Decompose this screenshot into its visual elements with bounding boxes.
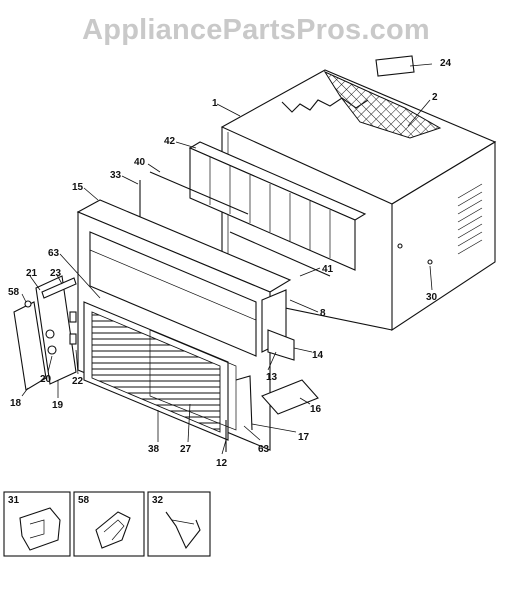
side-louvers bbox=[457, 183, 483, 255]
watermark-text: AppliancePartsPros.com bbox=[82, 14, 430, 46]
vent-panel bbox=[188, 141, 367, 271]
callout-2: 2 bbox=[432, 92, 438, 103]
callout-33: 33 bbox=[110, 170, 122, 181]
strip-40 bbox=[149, 171, 249, 215]
control-panel bbox=[13, 275, 77, 391]
detail-box-32: 32 bbox=[147, 491, 211, 557]
callout-12: 12 bbox=[216, 458, 228, 469]
side-components bbox=[225, 289, 319, 452]
callout-41: 41 bbox=[322, 264, 334, 275]
callout-30: 30 bbox=[426, 292, 438, 303]
callout-42: 42 bbox=[164, 136, 176, 147]
callout-16: 16 bbox=[310, 404, 322, 415]
detail-box-58: 58 bbox=[73, 491, 145, 557]
callout-21: 21 bbox=[26, 268, 38, 279]
callout-15: 15 bbox=[72, 182, 84, 193]
callout-19: 19 bbox=[52, 400, 64, 411]
callout-13: 13 bbox=[266, 372, 278, 383]
grille-panel bbox=[83, 301, 229, 441]
callout-labels: 24 1 2 42 40 33 15 63 21 23 58 41 30 8 1… bbox=[8, 58, 452, 469]
callout-17: 17 bbox=[298, 432, 310, 443]
callout-20: 20 bbox=[40, 374, 52, 385]
detail-label-58: 58 bbox=[78, 495, 90, 506]
callout-38: 38 bbox=[148, 444, 160, 455]
callout-63-upper: 63 bbox=[48, 248, 60, 259]
callout-14: 14 bbox=[312, 350, 324, 361]
label-plate bbox=[375, 55, 415, 77]
callout-40: 40 bbox=[134, 157, 146, 168]
callout-23: 23 bbox=[50, 268, 62, 279]
screw-lower bbox=[427, 259, 433, 265]
callout-18: 18 bbox=[10, 398, 22, 409]
callout-63-lower: 63 bbox=[258, 444, 270, 455]
detail-box-31: 31 bbox=[3, 491, 71, 557]
callout-1: 1 bbox=[212, 98, 218, 109]
callout-8: 8 bbox=[320, 308, 326, 319]
leader-lines bbox=[21, 63, 433, 455]
callout-24: 24 bbox=[440, 58, 452, 69]
screw-upper bbox=[397, 243, 403, 249]
callout-27: 27 bbox=[180, 444, 192, 455]
coil-mesh bbox=[323, 70, 442, 139]
detail-label-32: 32 bbox=[152, 495, 164, 506]
detail-label-31: 31 bbox=[8, 495, 20, 506]
filter bbox=[149, 329, 237, 431]
callout-58: 58 bbox=[8, 287, 20, 298]
strip-41 bbox=[229, 231, 331, 277]
callout-22: 22 bbox=[72, 376, 84, 387]
